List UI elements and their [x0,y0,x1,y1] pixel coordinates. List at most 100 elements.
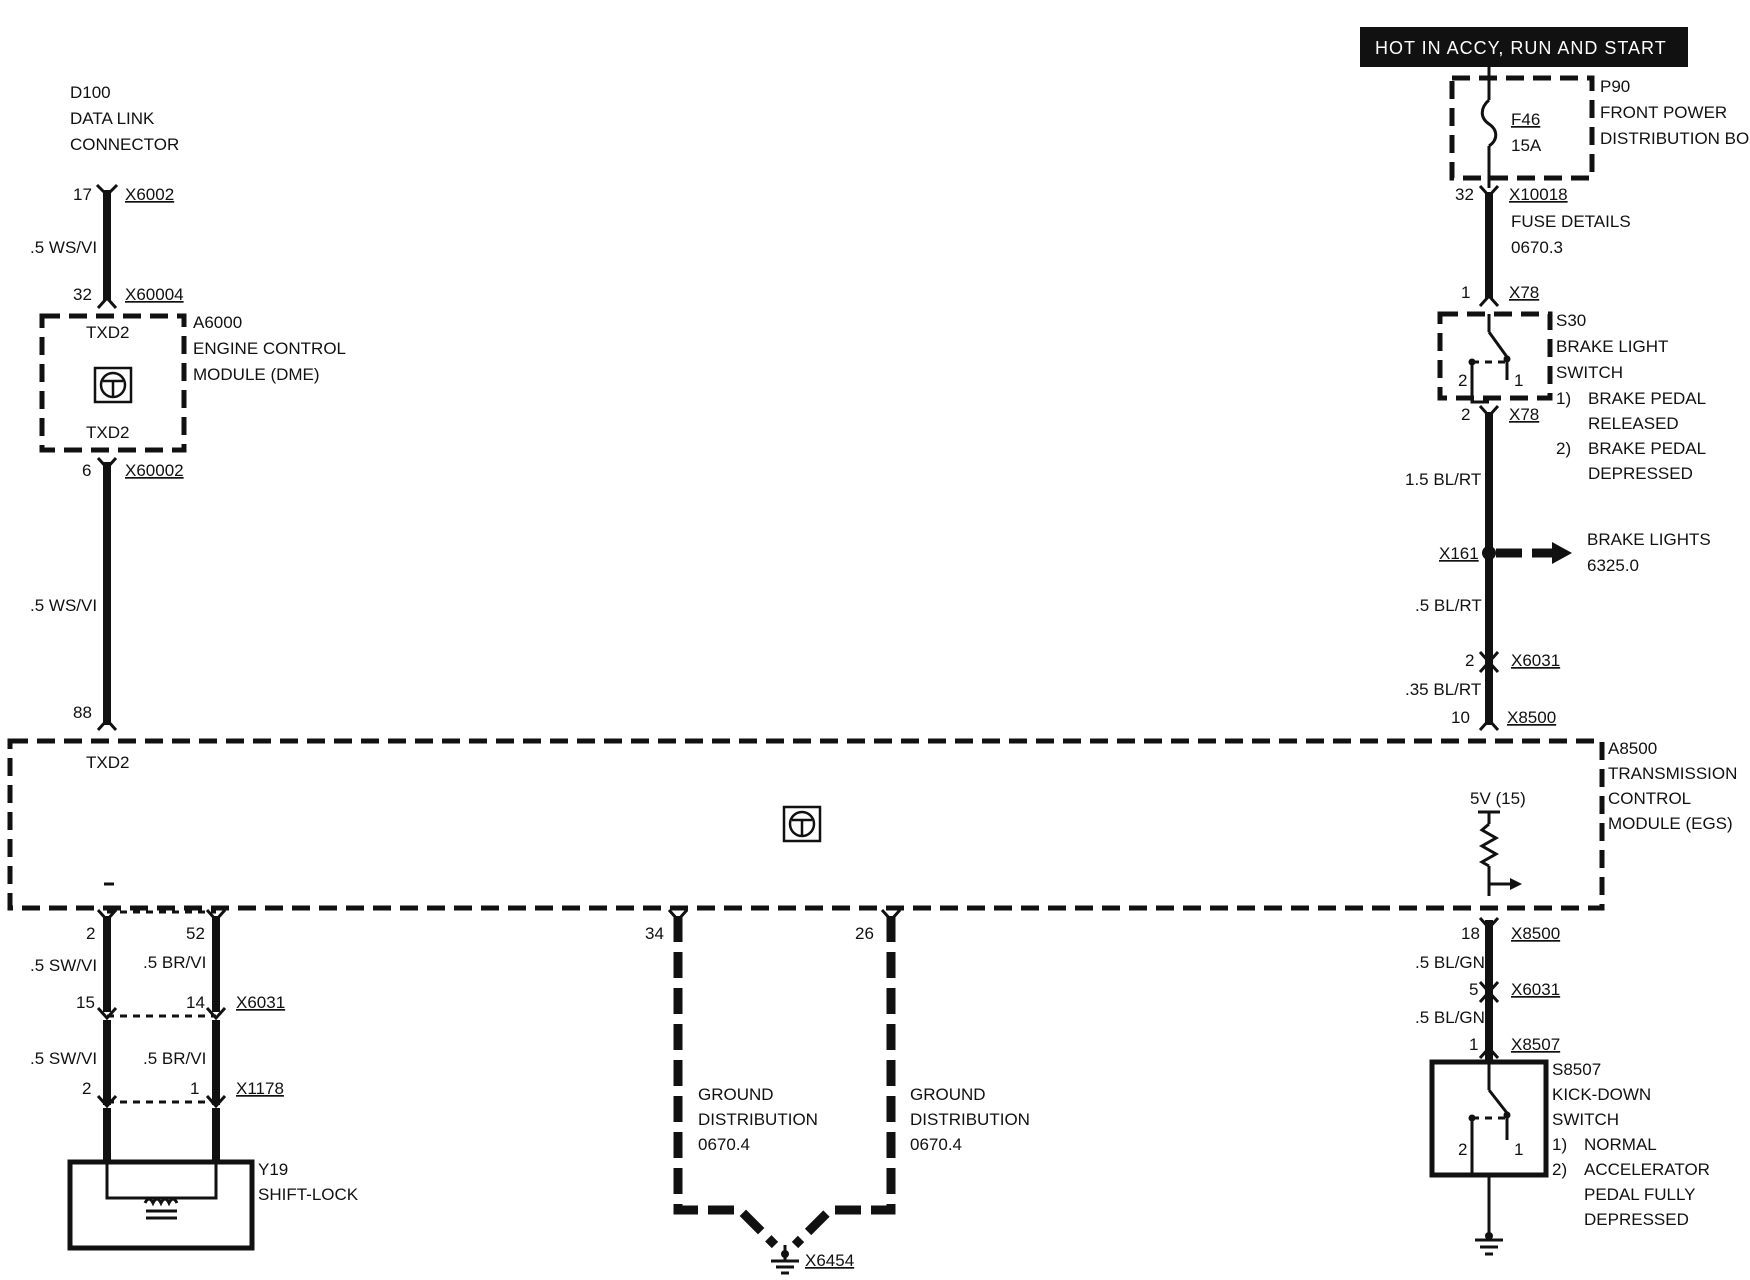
a8500-id: A8500 [1608,739,1657,758]
a6000-module-box [39,313,187,453]
fuse-details-line2: 0670.3 [1511,238,1563,257]
ground-left-line2: DISTRIBUTION [698,1110,818,1129]
s30-conn-out: X78 [1509,405,1539,424]
brake-x6031-conn: X6031 [1511,651,1560,670]
a6000-pin-label-bottom: TXD2 [86,423,129,442]
p90-id: P90 [1600,77,1630,96]
x6031-shift-fork-a [96,1006,118,1021]
y19-component-box [67,1159,255,1251]
a8500-line2: CONTROL [1608,789,1691,808]
a8500-line1: TRANSMISSION [1608,764,1737,783]
shift-wire3-label: .5 SW/VI [30,1049,97,1068]
p90-line2: DISTRIBUTION BOX [1600,129,1750,148]
s30-note2-a: BRAKE PEDAL [1588,439,1706,458]
s30-in-arrow [1478,293,1500,308]
x6031-shift-fork-b [205,1006,227,1021]
a8500-pin-kick: 18 [1461,924,1480,943]
shift-conn2: X1178 [236,1079,284,1098]
a8500-pin-gnd2: 26 [855,924,874,943]
ground-left-line1: GROUND [698,1085,774,1104]
a6000-electronic-icon [93,366,133,404]
a8500-input-arrow-head [1510,878,1522,890]
a8500-brake-arrow [1478,717,1500,732]
shift-wire1-label: .5 SW/VI [30,956,97,975]
p90-conn: X10018 [1509,185,1568,204]
x1178-shift-fork-a [96,1094,118,1109]
s8507-line2: SWITCH [1552,1110,1619,1129]
a6000-conn-top: X60004 [125,285,184,304]
s30-pin-out: 2 [1461,405,1470,424]
p90-pin: 32 [1455,185,1474,204]
kick-wire2-label: .5 BL/GN [1415,1008,1485,1027]
s8507-contact-1-dot [1503,1111,1511,1119]
a8500-supply-label: 5V (15) [1470,789,1526,808]
s30-line1: BRAKE LIGHT [1556,337,1668,356]
a8500-txd-arrow [96,717,118,732]
s30-out-link [1470,398,1489,404]
s30-switch-box [1437,311,1553,401]
f46-fuse-rating: 15A [1511,136,1542,155]
kick-x6031-pin: 5 [1469,980,1478,999]
s30-note1-a: BRAKE PEDAL [1588,389,1706,408]
a8500-conn-kick: X8500 [1511,924,1560,943]
a6000-pin-label-top: TXD2 [86,323,129,342]
d100-line1: DATA LINK [70,109,155,128]
brake-x6031-arrow [1478,659,1500,674]
s8507-contact-2: 2 [1458,1140,1467,1159]
a6000-line2: MODULE (DME) [193,365,320,384]
a8500-pin-shift2: 52 [186,924,205,943]
brake-x6031-pin: 2 [1465,651,1474,670]
s8507-id: S8507 [1552,1060,1601,1079]
shift-wire4-label: .5 BR/VI [143,1049,206,1068]
a8500-pin-shift1: 2 [86,924,95,943]
kick-x8507-arrow [1478,1045,1500,1060]
s30-pin-in: 1 [1461,283,1470,302]
s30-contact-2: 2 [1458,371,1467,390]
shift-pin-b1: 14 [186,993,205,1012]
kick-wire1-label: .5 BL/GN [1415,953,1485,972]
power-banner-text: HOT IN ACCY, RUN AND START [1375,38,1667,58]
s8507-note2-b: PEDAL FULLY [1584,1185,1696,1204]
s30-note2-num: 2) [1556,439,1571,458]
y19-solenoid-coil [143,1197,179,1207]
f46-fuse-label: F46 [1511,110,1540,129]
y19-id: Y19 [258,1160,288,1179]
s8507-note2-a: ACCELERATOR [1584,1160,1710,1179]
fuse-details-line1: FUSE DETAILS [1511,212,1631,231]
d100-pin: 17 [73,185,92,204]
s8507-note1-a: NORMAL [1584,1135,1657,1154]
a8500-pin-txd: 88 [73,703,92,722]
s30-contact-1-dot [1503,355,1511,363]
ground-right-line2: DISTRIBUTION [910,1110,1030,1129]
shift-wire2-label: .5 BR/VI [143,953,206,972]
y19-coil-leads [105,1162,218,1200]
ground-distribution-wire-right [791,916,896,1249]
ground-right-line1: GROUND [910,1085,986,1104]
a6000-conn-bottom: X60002 [125,461,184,480]
a8500-txd-label: TXD2 [86,753,129,772]
brake-lights-line2: 6325.0 [1587,556,1639,575]
ground-left-line3: 0670.4 [698,1135,750,1154]
a8500-line3: MODULE (EGS) [1608,814,1733,833]
wire2-label: .5 WS/VI [30,596,97,615]
a8500-conn-brake: X8500 [1507,708,1556,727]
s8507-ground-lead [1472,1173,1491,1240]
s30-switch-blade [1487,331,1509,358]
kick-x8507-pin: 1 [1469,1035,1478,1054]
brake-wire1-label: 1.5 BL/RT [1405,470,1481,489]
s30-note1-b: RELEASED [1588,414,1679,433]
wire1-label: .5 WS/VI [30,238,97,257]
splice-x161-label: X161 [1439,544,1479,563]
s8507-note1-num: 1) [1552,1135,1567,1154]
a6000-pin-bottom: 6 [82,461,91,480]
x1178-shift-fork-b [205,1094,227,1109]
p90-line1: FRONT POWER [1600,103,1727,122]
a8500-pullup-resistor [1478,822,1500,868]
f46-fuse-symbol [1480,98,1498,148]
s30-note1-num: 1) [1556,389,1571,408]
a8500-pin-brake: 10 [1451,708,1470,727]
shift-pin-b2: 1 [190,1079,199,1098]
a6000-pin-top: 32 [73,285,92,304]
s8507-note2-num: 2) [1552,1160,1567,1179]
brake-wire2-label: .5 BL/RT [1415,596,1482,615]
